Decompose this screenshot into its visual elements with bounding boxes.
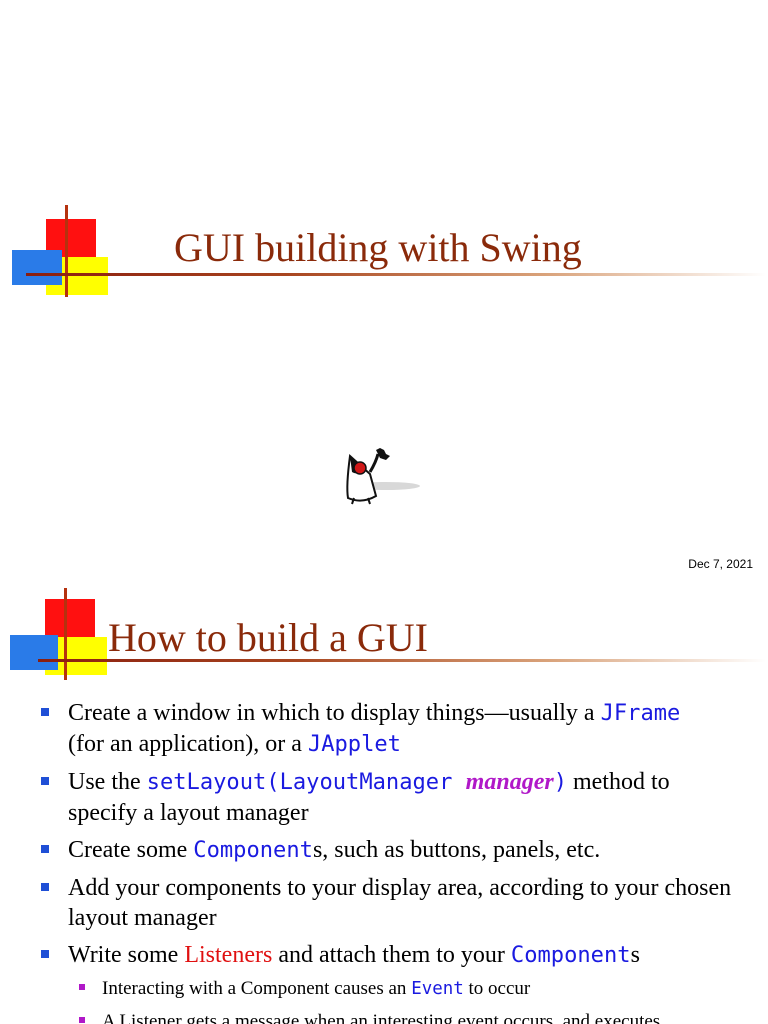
duke-mascot-icon xyxy=(340,446,424,511)
bullet-square-icon xyxy=(41,708,49,716)
sub-bullet-list: Interacting with a Component causes an E… xyxy=(68,975,738,1024)
title-underline xyxy=(26,273,766,276)
bullet-square-icon xyxy=(41,845,49,853)
content-slide: How to build a GUI Create a window in wh… xyxy=(0,578,768,1024)
bullet-item: Create some Components, such as buttons,… xyxy=(0,835,768,866)
slide-title: How to build a GUI xyxy=(108,615,428,660)
sub-bullet-square-icon xyxy=(79,984,85,990)
title-underline xyxy=(38,659,766,662)
bullet-square-icon xyxy=(41,777,49,785)
slide-logo xyxy=(12,205,112,300)
sub-bullet-item: Interacting with a Component causes an E… xyxy=(68,975,738,1003)
sub-bullet-square-icon xyxy=(79,1017,85,1023)
slide-title: GUI building with Swing xyxy=(174,225,582,270)
bullet-item: Create a window in which to display thin… xyxy=(0,698,768,760)
bullet-item: Add your components to your display area… xyxy=(0,873,768,933)
bullet-square-icon xyxy=(41,950,49,958)
slide-logo xyxy=(10,588,110,683)
bullet-list: Create a window in which to display thin… xyxy=(0,698,768,1024)
title-slide: GUI building with Swing Dec 7, 2021 xyxy=(12,205,766,571)
sub-bullet-item: A Listener gets a message when an intere… xyxy=(68,1008,738,1024)
bullet-item: Write some Listeners and attach them to … xyxy=(0,940,768,1024)
bullet-square-icon xyxy=(41,883,49,891)
slide-date: Dec 7, 2021 xyxy=(688,557,753,571)
bullet-item: Use the setLayout(LayoutManager manager)… xyxy=(0,767,768,828)
